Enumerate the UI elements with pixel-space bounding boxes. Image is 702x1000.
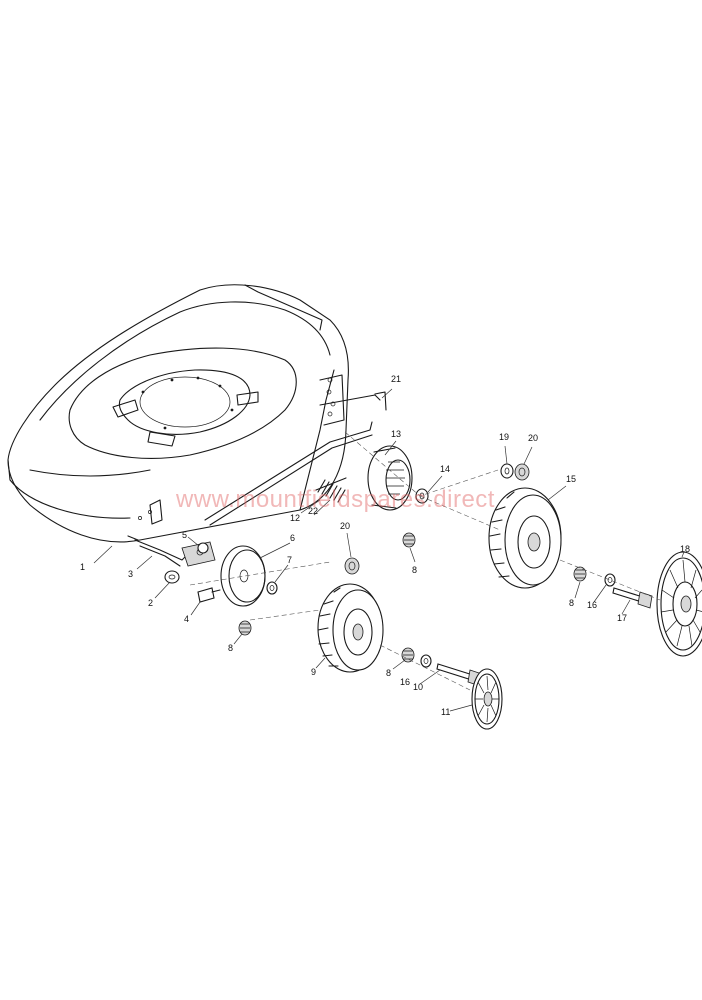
front-wheel: [317, 583, 384, 673]
callout-8: 8: [228, 643, 233, 653]
rear-wheel: [488, 487, 562, 589]
callout-9: 9: [311, 667, 316, 677]
callout-2: 2: [148, 598, 153, 608]
callout-20: 20: [528, 433, 538, 443]
hub-cap-large: [656, 551, 702, 657]
callout-19: 19: [499, 432, 509, 442]
callout-8: 8: [569, 598, 574, 608]
callout-6: 6: [290, 533, 295, 543]
callout-labels: 1 2 3 4 5 6 7 8 8 8 8 9 10 11 12 13 14 1…: [80, 374, 690, 717]
hub-cap-small: [471, 668, 503, 730]
callout-8: 8: [386, 668, 391, 678]
callout-11: 11: [441, 707, 450, 717]
callout-14: 14: [440, 464, 450, 474]
callout-16: 16: [400, 677, 410, 687]
assembly-axis-lines: [189, 431, 661, 691]
callout-20: 20: [340, 521, 350, 531]
leader-lines: [93, 388, 685, 712]
wheel-plate: [220, 545, 266, 607]
callout-8: 8: [412, 565, 417, 575]
callout-15: 15: [566, 474, 576, 484]
callout-7: 7: [287, 555, 292, 565]
gear-housing: [367, 445, 413, 511]
callout-17: 17: [617, 613, 627, 623]
callout-10: 10: [413, 682, 423, 692]
callout-22: 22: [308, 506, 318, 516]
callout-13: 13: [391, 429, 401, 439]
callout-18: 18: [680, 544, 690, 554]
callout-21: 21: [391, 374, 401, 384]
callout-12: 12: [290, 513, 300, 523]
callout-16: 16: [587, 600, 597, 610]
callout-1: 1: [80, 562, 85, 572]
watermark: www.mountfieldspares.direct: [175, 486, 495, 513]
small-hardware: [164, 463, 653, 687]
callout-4: 4: [184, 614, 189, 624]
callout-5: 5: [182, 530, 187, 540]
callout-3: 3: [128, 569, 133, 579]
mower-deck: [7, 284, 349, 543]
